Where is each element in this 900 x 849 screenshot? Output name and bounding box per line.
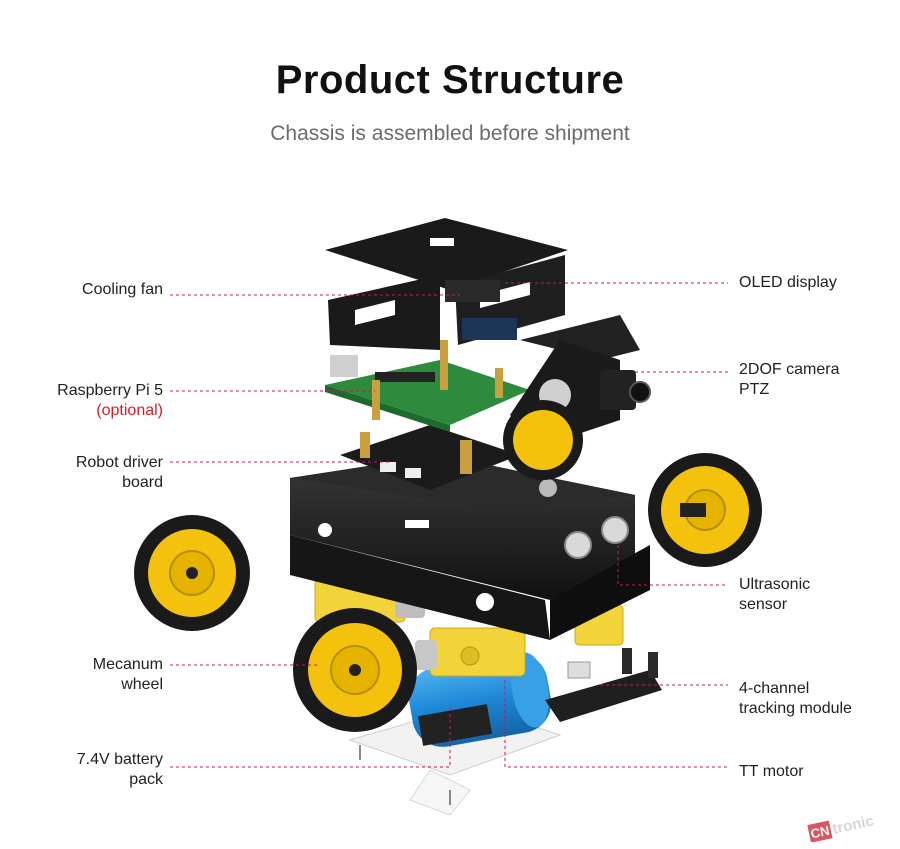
tracking-module (545, 648, 662, 722)
label-driver-board: Robot driver board (75, 454, 163, 491)
label-mecanum-wheel: Mecanum wheel (92, 656, 163, 693)
mecanum-wheel-left (134, 515, 250, 631)
mecanum-wheel-front (293, 608, 417, 732)
mecanum-wheel-right (648, 453, 762, 567)
label-tracking-module: 4-channel tracking module (739, 680, 852, 717)
watermark-rest: tronic (831, 812, 875, 837)
mecanum-wheel-rear (503, 400, 583, 480)
label-oled-display: OLED display (739, 274, 837, 291)
label-raspberry-pi-note: (optional) (96, 402, 163, 419)
cntronic-watermark-logo: CN tronic (807, 812, 875, 842)
label-camera-ptz: 2DOF camera PTZ (739, 361, 840, 398)
page-subtitle: Chassis is assembled before shipment (270, 122, 630, 145)
raspberry-pi-board (325, 340, 530, 432)
top-cage (325, 218, 568, 350)
leader-tt-motor (504, 680, 728, 768)
label-battery-pack: 7.4V battery pack (76, 751, 163, 788)
watermark-accent: CN (809, 823, 830, 842)
driver-board (340, 425, 520, 490)
page-title: Product Structure (275, 58, 625, 102)
label-cooling-fan: Cooling fan (82, 281, 163, 298)
leader-ultrasonic (617, 545, 728, 586)
label-tt-motor: TT motor (739, 763, 804, 780)
label-raspberry-pi: Raspberry Pi 5 (optional) (20, 381, 163, 421)
leader-lines (170, 282, 728, 768)
label-ultrasonic-sensor: Ultrasonic sensor (739, 576, 811, 613)
tt-motor-center (415, 627, 526, 677)
